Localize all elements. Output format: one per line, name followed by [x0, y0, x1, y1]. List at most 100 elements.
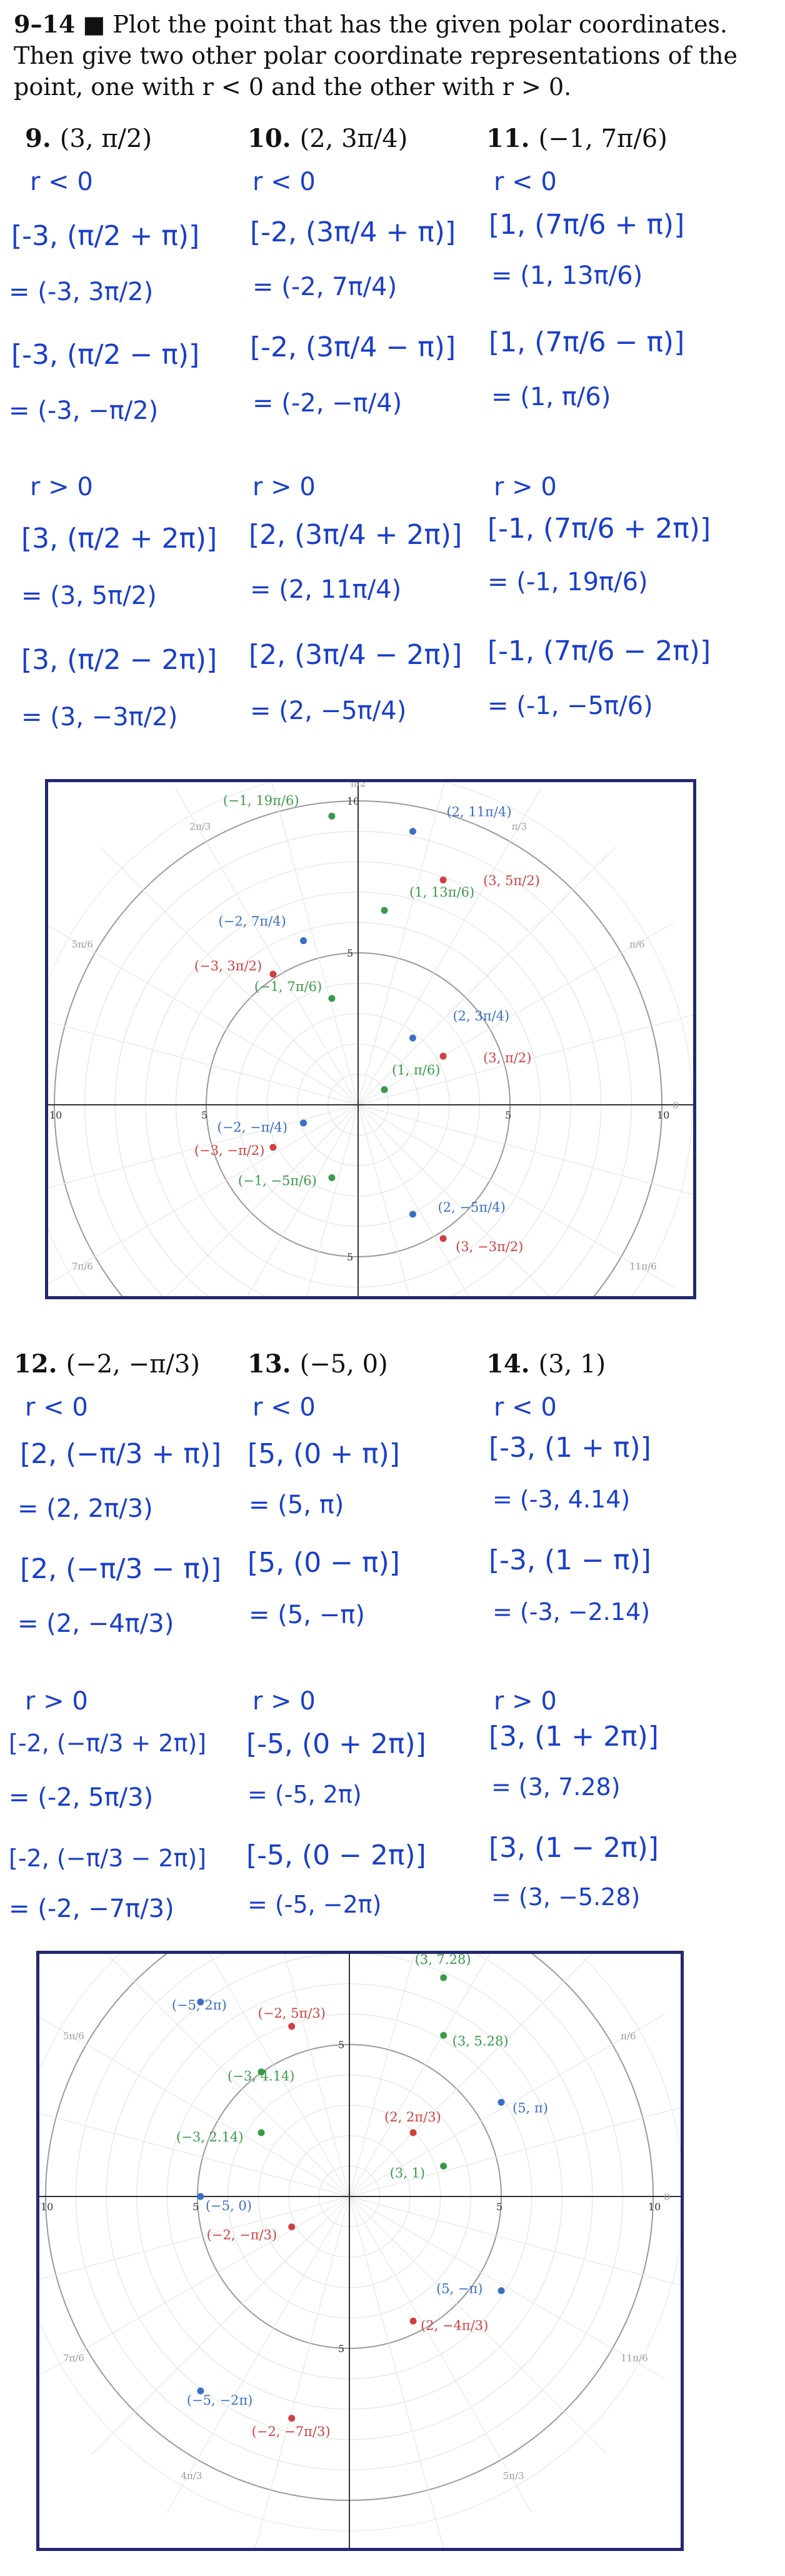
- problem-14-pos-label: r > 0: [494, 1687, 557, 1716]
- angle-label: π/6: [629, 938, 644, 950]
- problem-13-pos-3: [-5, (0 − 2π)]: [246, 1839, 426, 1871]
- point-label: (2, 3π/4): [452, 1009, 509, 1024]
- point-label: (−3, −π/2): [194, 1143, 265, 1158]
- point-label: (3, 5.28): [452, 2033, 509, 2048]
- problem-10-pos-3: [2, (3π/4 − 2π)]: [249, 639, 462, 671]
- problem-11-point: (−1, 7π/6): [538, 124, 668, 153]
- angle-label: 5π/6: [63, 2030, 84, 2041]
- grid-spoke-7: [271, 782, 359, 1105]
- grid-spoke-13: [48, 1104, 359, 1189]
- problem-11-neg-3: [1, (7π/6 − π)]: [489, 326, 685, 358]
- axis-tick-label: 10: [648, 2201, 661, 2213]
- point-label: (−1, −5π/6): [238, 1174, 317, 1189]
- plot-point: [258, 2129, 265, 2136]
- axis-tick-label: 5: [347, 1251, 353, 1263]
- angle-label: 5π/3: [503, 2470, 524, 2482]
- grid-spoke-21: [349, 2196, 608, 2455]
- angle-label: 0: [664, 2191, 670, 2203]
- polar-plot-1-frame: 1055105105π/2π/3π/6011π/65π/33π/24π/37π/…: [45, 779, 696, 1299]
- point-label: (2, −4π/3): [421, 2318, 488, 2333]
- grid-spoke-11: [48, 1021, 359, 1105]
- grid-spoke-17: [306, 1104, 359, 1296]
- point-label: (−3, 2.14): [176, 2130, 243, 2145]
- problem-12-pos-1: [-2, (−π/3 + 2π)]: [9, 1729, 207, 1757]
- grid-spoke-23: [349, 2196, 681, 2286]
- problem-9-point: (3, π/2): [59, 124, 152, 153]
- grid-spoke-7: [284, 1954, 350, 2197]
- polar-plot-2-frame: 10551055π/3π/6011π/65π/34π/37π/6π5π/62π/…: [36, 1951, 684, 2551]
- angle-label: π/6: [621, 2030, 636, 2041]
- plot-point: [197, 2387, 204, 2395]
- problem-11-neg-4: = (1, π/6): [491, 383, 611, 411]
- plot-point: [439, 876, 447, 883]
- axis-tick-label: 10: [41, 2201, 53, 2213]
- problem-10-neg-3: [-2, (3π/4 − π)]: [250, 331, 456, 363]
- angle-label: 0: [672, 1100, 679, 1111]
- problem-11-pos-label: r > 0: [494, 473, 557, 501]
- angle-label: 7π/6: [72, 1261, 93, 1272]
- grid-spoke-1: [349, 2107, 681, 2197]
- problem-14-neg-4: = (-3, −2.14): [492, 1598, 651, 1626]
- problem-14-header: 14.(3, 1): [486, 1349, 606, 1379]
- problem-10-pos-label: r > 0: [252, 473, 316, 501]
- problem-12-point: (−2, −π/3): [66, 1350, 200, 1379]
- plot-point: [409, 1210, 416, 1218]
- plot-point: [439, 1235, 447, 1242]
- grid-spoke-21: [358, 1104, 550, 1296]
- grid-spoke-10: [48, 925, 359, 1105]
- problem-11-pos-4: = (-1, −5π/6): [488, 692, 653, 720]
- polar-plot-1: 1055105105π/2π/3π/6011π/65π/33π/24π/37π/…: [48, 782, 693, 1296]
- grid-ring-outer: [48, 782, 693, 1296]
- problem-14-number: 14.: [486, 1349, 530, 1379]
- grid-spoke-4: [358, 788, 541, 1105]
- problem-10-point: (2, 3π/4): [299, 124, 408, 153]
- plot-point: [197, 2193, 204, 2200]
- problem-10-neg-label: r < 0: [252, 168, 316, 196]
- grid-spoke-9: [100, 847, 359, 1105]
- point-label: (2, 11π/4): [446, 805, 511, 820]
- angle-label: 4π/3: [181, 2470, 202, 2482]
- plot-point: [269, 970, 277, 978]
- angle-label: π/3: [512, 821, 527, 832]
- problem-9-header: 9. (3, π/2): [25, 124, 152, 153]
- point-label: (−1, 19π/6): [223, 793, 299, 808]
- grid-spoke-23: [358, 1104, 693, 1195]
- problem-9-pos-4: = (3, −3π/2): [21, 703, 178, 732]
- plot-point: [440, 2162, 448, 2170]
- problem-13-pos-label: r > 0: [252, 1687, 316, 1716]
- grid-spoke-17: [254, 2196, 350, 2548]
- problem-14-pos-1: [3, (1 + 2π)]: [489, 1721, 659, 1753]
- problem-9-neg-1: [-3, (π/2 + π)]: [11, 220, 200, 252]
- axis-tick-label: 5: [338, 2343, 344, 2355]
- problem-10-number: 10.: [248, 124, 291, 153]
- plot-point: [381, 907, 388, 914]
- angle-label: 5π/6: [72, 938, 93, 950]
- point-label: (3, π/2): [483, 1050, 531, 1065]
- problem-13-pos-2: = (-5, 2π): [248, 1781, 362, 1808]
- problem-12-neg-label: r < 0: [25, 1393, 88, 1422]
- grid-spoke-2: [358, 922, 674, 1105]
- problem-12-neg-4: = (2, −4π/3): [18, 1609, 174, 1638]
- problem-11-pos-1: [-1, (7π/6 + 2π)]: [488, 513, 711, 545]
- point-label: (−5, 0): [206, 2198, 252, 2213]
- grid-spoke-9: [106, 1954, 350, 2197]
- problem-9-number: 9.: [25, 124, 51, 153]
- problem-12-neg-1: [2, (−π/3 + π)]: [20, 1438, 222, 1470]
- grid-spoke-19: [349, 2196, 444, 2548]
- point-label: (3, 7.28): [415, 1954, 471, 1967]
- problem-12-pos-4: = (-2, −7π/3): [9, 1894, 174, 1923]
- problem-12-pos-3: [-2, (−π/3 − 2π)]: [9, 1844, 207, 1872]
- problem-14-neg-2: = (-3, 4.14): [492, 1486, 631, 1513]
- grid-spoke-8: [175, 788, 359, 1105]
- grid-spoke-14: [48, 1104, 359, 1285]
- problem-12-neg-3: [2, (−π/3 − π)]: [20, 1553, 222, 1585]
- grid-spoke-20: [358, 1104, 469, 1296]
- point-label: (−2, −π/3): [207, 2228, 278, 2243]
- grid-spoke-1: [358, 1014, 693, 1105]
- grid-spoke-8: [209, 1954, 350, 2197]
- point-label: (5, π): [512, 2100, 548, 2115]
- plot-point: [439, 1052, 447, 1060]
- point-label: (−5, 2π): [172, 1998, 227, 2013]
- grid-spoke-10: [39, 2016, 350, 2197]
